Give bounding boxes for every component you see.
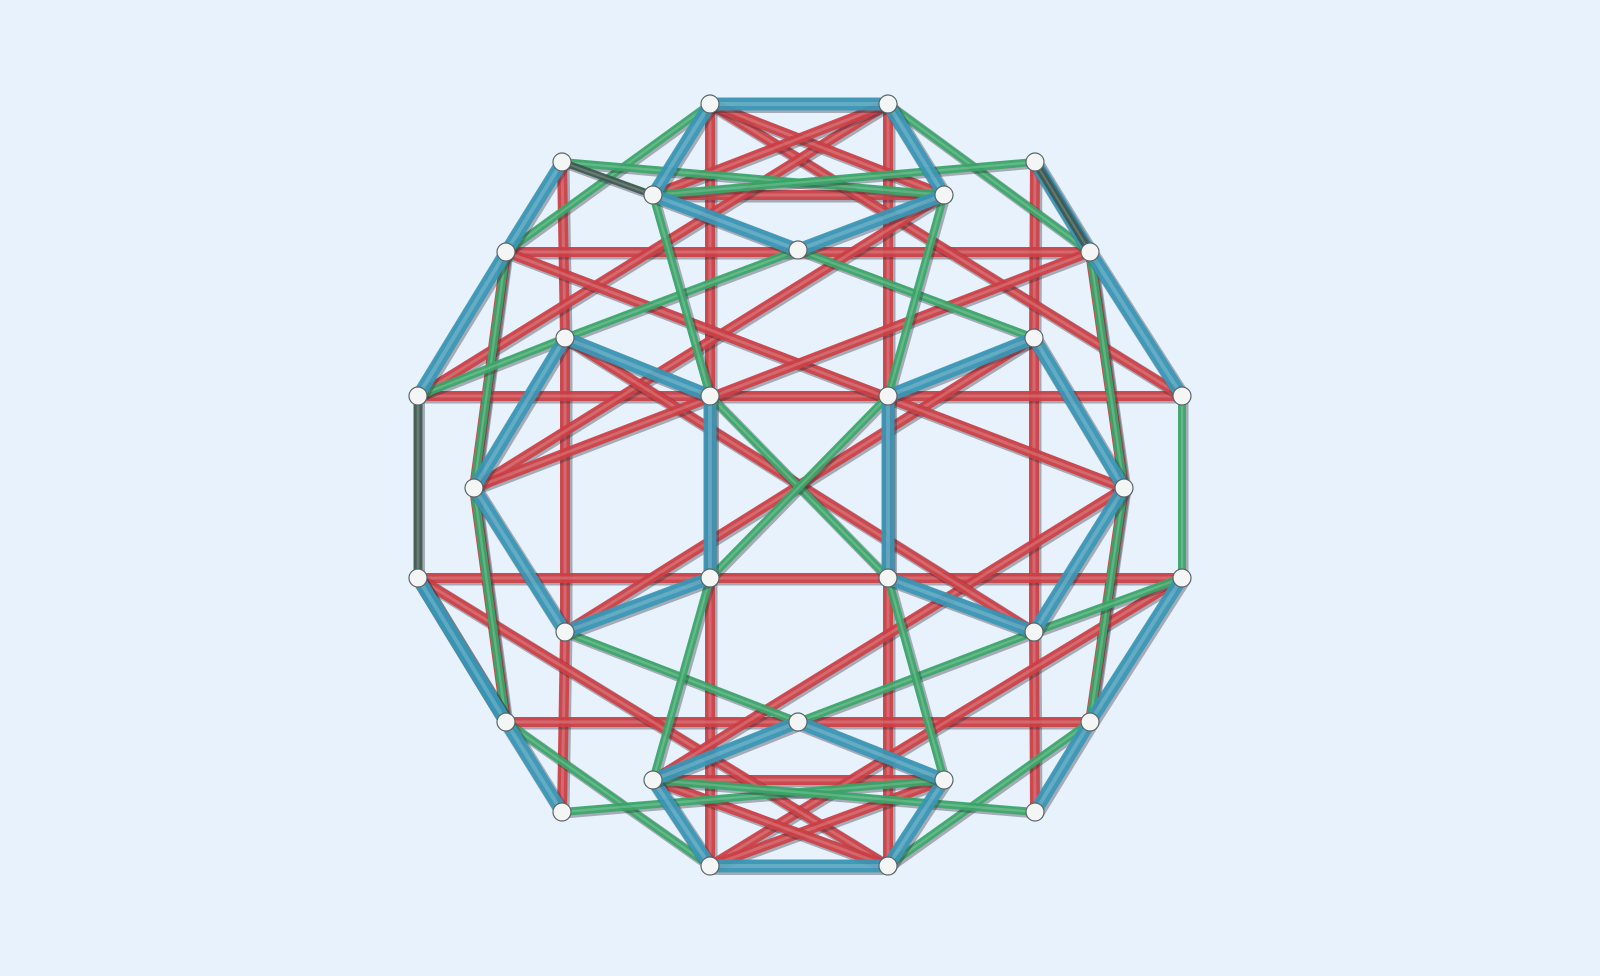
vertex-node: [552, 152, 572, 172]
blue-edge: [1027, 331, 1133, 497]
vertex-node: [555, 328, 575, 348]
vertex-node: [1172, 386, 1192, 406]
vertex-node: [1025, 152, 1045, 172]
vertex-node: [1080, 242, 1100, 262]
green-edge: [884, 718, 1097, 873]
green-edge: [558, 158, 951, 202]
blue-edge: [881, 97, 953, 204]
blue-edge: [1083, 245, 1191, 405]
blue-edge: [646, 97, 719, 204]
green-edge: [884, 574, 951, 787]
green-edge: [649, 158, 1042, 202]
blue-edge: [881, 389, 897, 587]
blue-edge: [703, 97, 897, 113]
edge-layer: [411, 97, 1191, 875]
blue-edge: [467, 331, 574, 497]
vertex-node: [464, 478, 484, 498]
blue-edge: [646, 715, 807, 789]
vertex-node: [1080, 712, 1100, 732]
dark-edge: [1031, 158, 1096, 258]
green-edge: [649, 574, 717, 787]
blue-edge: [791, 188, 953, 259]
red-edge: [501, 247, 1132, 496]
green-edge: [884, 100, 1097, 259]
vertex-node: [555, 622, 575, 642]
blue-edge: [411, 571, 515, 731]
vertex-layer: [408, 94, 1192, 876]
vertex-node: [700, 386, 720, 406]
green-edge: [558, 776, 951, 819]
vertex-node: [1024, 328, 1044, 348]
vertex-node: [643, 770, 663, 790]
green-edge: [1178, 392, 1189, 585]
vertex-node: [552, 802, 572, 822]
blue-edge: [558, 571, 719, 641]
blue-edge: [791, 715, 953, 789]
red-edge: [413, 391, 1190, 404]
blue-edge: [646, 188, 807, 259]
vertex-node: [1024, 622, 1044, 642]
dark-edge: [413, 391, 425, 585]
vertex-node: [878, 568, 898, 588]
vertex-node: [878, 386, 898, 406]
blue-edge: [881, 331, 1043, 405]
green-edge: [470, 484, 513, 729]
red-edge: [648, 483, 1132, 788]
green-edge: [1030, 574, 1189, 639]
vertex-node: [1172, 568, 1192, 588]
red-edge: [469, 247, 1098, 496]
blue-edge: [703, 859, 897, 875]
green-edge: [706, 392, 895, 585]
blue-edge: [499, 155, 571, 261]
vertex-node: [1114, 478, 1134, 498]
red-edge: [648, 190, 952, 203]
blue-edge: [1083, 571, 1191, 731]
red-edge: [648, 775, 896, 874]
blue-edge: [703, 389, 719, 587]
blue-edge: [1027, 481, 1133, 641]
vertex-node: [496, 242, 516, 262]
vertex-node: [700, 568, 720, 588]
green-edge: [649, 191, 717, 403]
red-edge: [648, 99, 896, 203]
blue-edge: [499, 715, 571, 821]
blue-edge: [881, 571, 1043, 641]
red-edge: [469, 190, 952, 496]
vertex-node: [408, 386, 428, 406]
vertex-node: [700, 856, 720, 876]
green-edge: [414, 334, 572, 403]
green-edge: [649, 776, 1042, 819]
blue-edge: [1028, 715, 1099, 821]
blue-edge: [467, 481, 574, 641]
vertex-node: [878, 856, 898, 876]
blue-edge: [646, 773, 719, 875]
vertex-node: [788, 240, 808, 260]
red-edge: [560, 333, 573, 640]
vertex-node: [1025, 802, 1045, 822]
vertex-node: [643, 185, 663, 205]
vertex-node: [408, 568, 428, 588]
red-edge: [413, 573, 1190, 586]
blue-edge: [558, 331, 719, 405]
vertex-node: [934, 770, 954, 790]
dark-edge: [558, 158, 659, 201]
blue-edge: [411, 245, 515, 405]
green-edge: [1086, 248, 1131, 495]
vertex-node: [788, 712, 808, 732]
vertex-node: [496, 712, 516, 732]
vertex-node: [700, 94, 720, 114]
red-edge: [1029, 333, 1042, 640]
blue-edge: [881, 773, 953, 875]
red-edge: [705, 99, 952, 203]
vertex-node: [934, 185, 954, 205]
vertex-node: [878, 94, 898, 114]
green-edge: [502, 718, 717, 873]
red-edge: [705, 775, 952, 874]
green-edge: [884, 191, 951, 403]
